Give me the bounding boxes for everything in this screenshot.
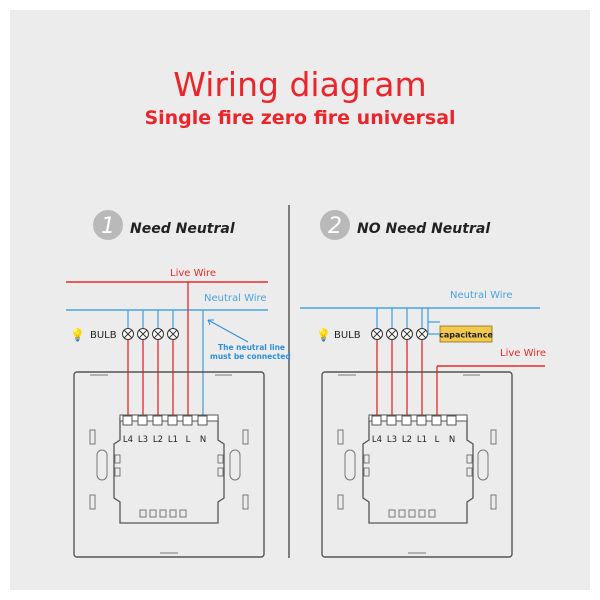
module-body-left [113, 417, 225, 524]
panel-no-need-neutral: 2 NO Need Neutral Neutral Wire 💡 BULB [300, 210, 546, 558]
module-body-right [362, 417, 474, 524]
step-badge-1 [93, 210, 123, 240]
live-wire-label-right: Live Wire [500, 348, 546, 359]
bulb-symbols-right [371, 328, 428, 340]
terminal-l4-right: L4 [372, 435, 382, 445]
load-wires-left [127, 282, 189, 418]
step-number-2: 2 [328, 214, 342, 239]
terminal-l3: L3 [138, 435, 148, 445]
heading-need-neutral: Need Neutral [130, 221, 235, 237]
terminal-l1: L1 [168, 435, 178, 445]
diagram-board: Wiring diagram Single fire zero fire uni… [10, 10, 590, 590]
step-badge-2 [320, 210, 350, 240]
diagram-subtitle: Single fire zero fire universal [144, 107, 456, 129]
terminal-l2: L2 [153, 435, 163, 445]
terminal-n-right: N [449, 435, 455, 445]
terminal-l2-right: L2 [402, 435, 412, 445]
neutral-note-line1: The neutral line [218, 343, 285, 352]
bulb-icon: 💡 [70, 328, 85, 342]
terminal-l: L [186, 435, 191, 445]
bulb-icon-right: 💡 [316, 328, 331, 342]
switch-plate-left [73, 371, 265, 558]
terminal-l4: L4 [123, 435, 133, 445]
neutral-wire-label: Neutral Wire [204, 293, 267, 304]
capacitance-label: capacitance [439, 331, 493, 340]
terminal-l-right: L [435, 435, 440, 445]
bulb-label: BULB [90, 330, 117, 341]
terminal-l3-right: L3 [387, 435, 397, 445]
heading-no-need-neutral: NO Need Neutral [357, 221, 490, 237]
switch-plate-right [321, 371, 513, 558]
load-wires-right [376, 340, 438, 418]
neutral-note-line2: must be connected [210, 352, 291, 361]
terminal-l1-right: L1 [417, 435, 427, 445]
wiring-diagram-svg: 1 Need Neutral Live Wire Neutral Wire 💡 … [66, 205, 546, 558]
terminal-n: N [200, 435, 206, 445]
neutral-wire-label-right: Neutral Wire [450, 290, 513, 301]
live-wire-label: Live Wire [170, 268, 216, 279]
diagram-title: Wiring diagram [173, 65, 427, 104]
bulb-symbols [122, 328, 179, 340]
panel-need-neutral: 1 Need Neutral Live Wire Neutral Wire 💡 … [66, 210, 291, 558]
step-number-1: 1 [101, 214, 115, 239]
bulb-label-right: BULB [334, 330, 361, 341]
